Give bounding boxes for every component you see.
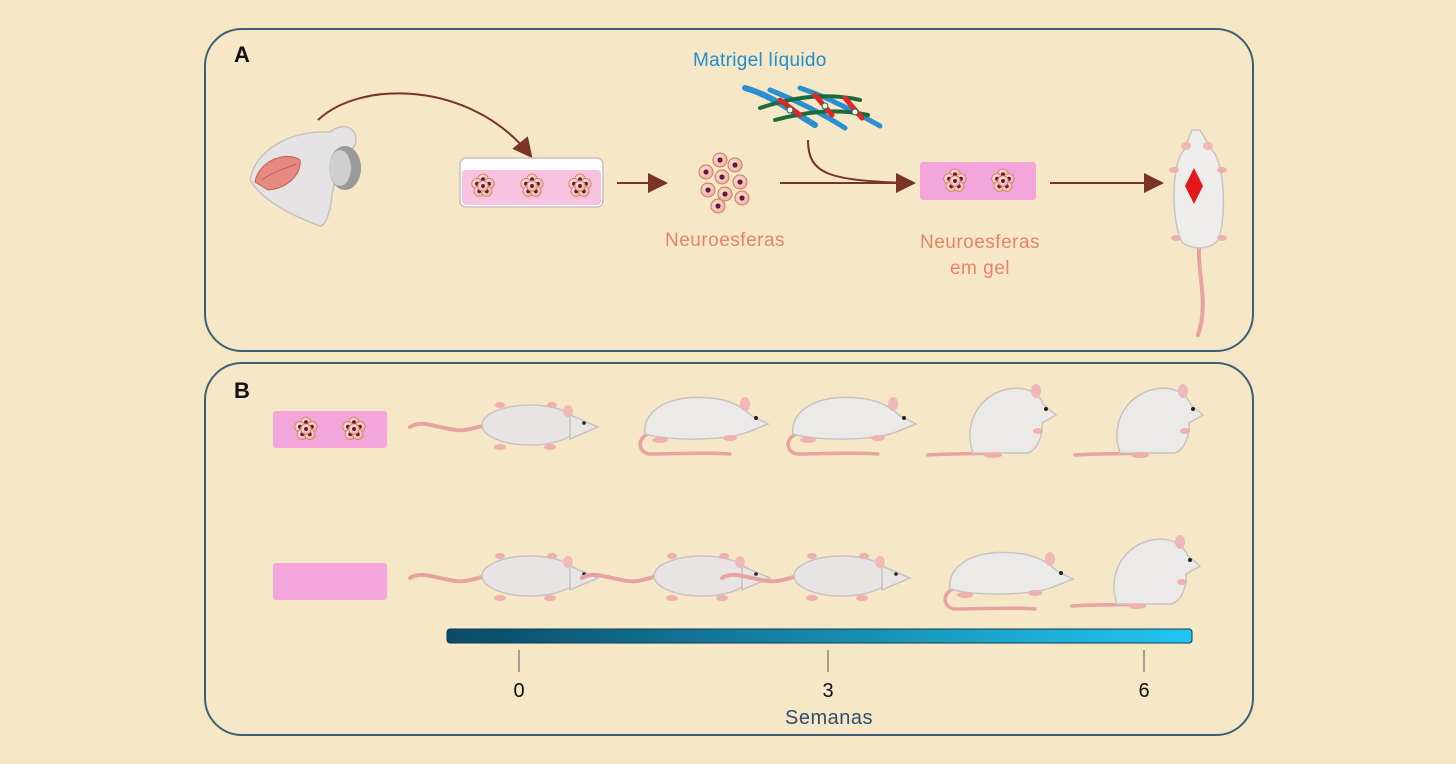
rat-row2-week6 (1070, 533, 1202, 611)
rat-row1-stage3 (786, 395, 918, 456)
timeline-bar (446, 628, 1193, 644)
panel-b-letter: B (234, 378, 250, 403)
neurospheres-in-gel (920, 162, 1036, 200)
rat-row1-week6 (1073, 382, 1205, 460)
rat-row2-stage3 (720, 551, 912, 603)
rat-top-view (1169, 129, 1227, 337)
rat-row1-stage2 (638, 395, 770, 456)
neurospheres-label: Neuroesferas (664, 230, 786, 251)
neurosphere-cluster (698, 152, 750, 214)
rat-row2-week0 (408, 551, 600, 603)
panel-a-letter: A (234, 42, 250, 67)
matrigel-label: Matrigel líquido (693, 50, 827, 71)
condition-gel-empty (273, 563, 387, 600)
rat-row2-stage4 (943, 550, 1075, 611)
culture-dish (459, 157, 604, 208)
condition-gel-neurospheres (273, 411, 387, 448)
matrigel-fibers (742, 85, 883, 131)
mouse-head-illustration (249, 126, 361, 227)
tick-label-6: 6 (1138, 680, 1150, 702)
rat-row1-stage4 (926, 382, 1058, 460)
neurospheres-gel-label-line2: em gel (949, 258, 1011, 279)
implant-site-icon (1185, 168, 1203, 204)
curved-arrow (317, 92, 533, 159)
tick-label-3: 3 (822, 680, 834, 702)
rat-row1-week0 (408, 400, 600, 452)
neurospheres-gel-label-line1: Neuroesferas (919, 232, 1041, 253)
tick-label-0: 0 (513, 680, 525, 702)
axis-title-weeks: Semanas (785, 707, 873, 729)
matrigel-arrow (807, 139, 906, 184)
